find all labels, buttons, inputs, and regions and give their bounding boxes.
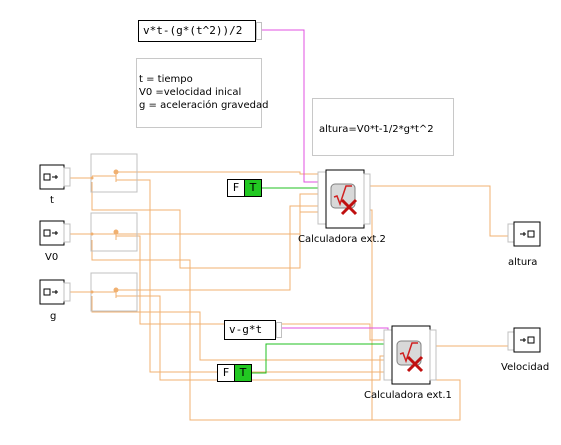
legend-note: t = tiempo V0 =velocidad inical g = acel… bbox=[136, 58, 269, 128]
wires-orange bbox=[68, 171, 513, 421]
calculator-block-1[interactable] bbox=[383, 325, 437, 385]
true-label[interactable]: T bbox=[234, 365, 251, 381]
calculator-block-2[interactable] bbox=[317, 169, 371, 229]
wires-green bbox=[252, 187, 392, 374]
output-block-velocidad[interactable] bbox=[507, 327, 541, 353]
legend-line-tiempo: t = tiempo bbox=[139, 74, 193, 85]
formula-velocidad-port bbox=[276, 322, 282, 338]
formula-altura-port bbox=[256, 22, 262, 40]
formula-velocidad[interactable]: v-g*t bbox=[224, 320, 276, 340]
true-label[interactable]: T bbox=[244, 180, 261, 196]
input-label-v0: V0 bbox=[45, 252, 59, 263]
altura-equation-text: altura=V0*t-1/2*g*t^2 bbox=[319, 124, 434, 135]
junction-dots bbox=[90, 169, 119, 294]
boolean-block-1[interactable]: F T bbox=[217, 364, 252, 382]
calculator-label-1: Calculadora ext.1 bbox=[364, 390, 452, 401]
input-block-g[interactable] bbox=[39, 279, 71, 305]
formula-altura[interactable]: v*t-(g*(t^2))/2 bbox=[138, 20, 256, 42]
input-label-g: g bbox=[50, 311, 57, 322]
calculator-icon bbox=[330, 183, 358, 216]
input-block-v0[interactable] bbox=[39, 220, 71, 246]
output-label-altura: altura bbox=[508, 257, 538, 268]
boolean-block-2[interactable]: F T bbox=[227, 179, 262, 197]
calculator-label-2: Calculadora ext.2 bbox=[298, 234, 386, 245]
legend-line-velocidad: V0 =velocidad inical bbox=[139, 87, 242, 98]
input-label-t: t bbox=[50, 195, 54, 206]
altura-equation-note: altura=V0*t-1/2*g*t^2 bbox=[312, 98, 454, 156]
false-label: F bbox=[222, 366, 230, 379]
legend-line-gravedad: g = aceleración gravedad bbox=[139, 100, 269, 111]
output-label-velocidad: Velocidad bbox=[501, 362, 550, 373]
calculator-icon bbox=[396, 340, 424, 373]
splitter-boxes bbox=[90, 153, 138, 312]
output-block-altura[interactable] bbox=[507, 221, 541, 247]
input-block-t[interactable] bbox=[39, 164, 71, 190]
false-label: F bbox=[232, 181, 240, 194]
